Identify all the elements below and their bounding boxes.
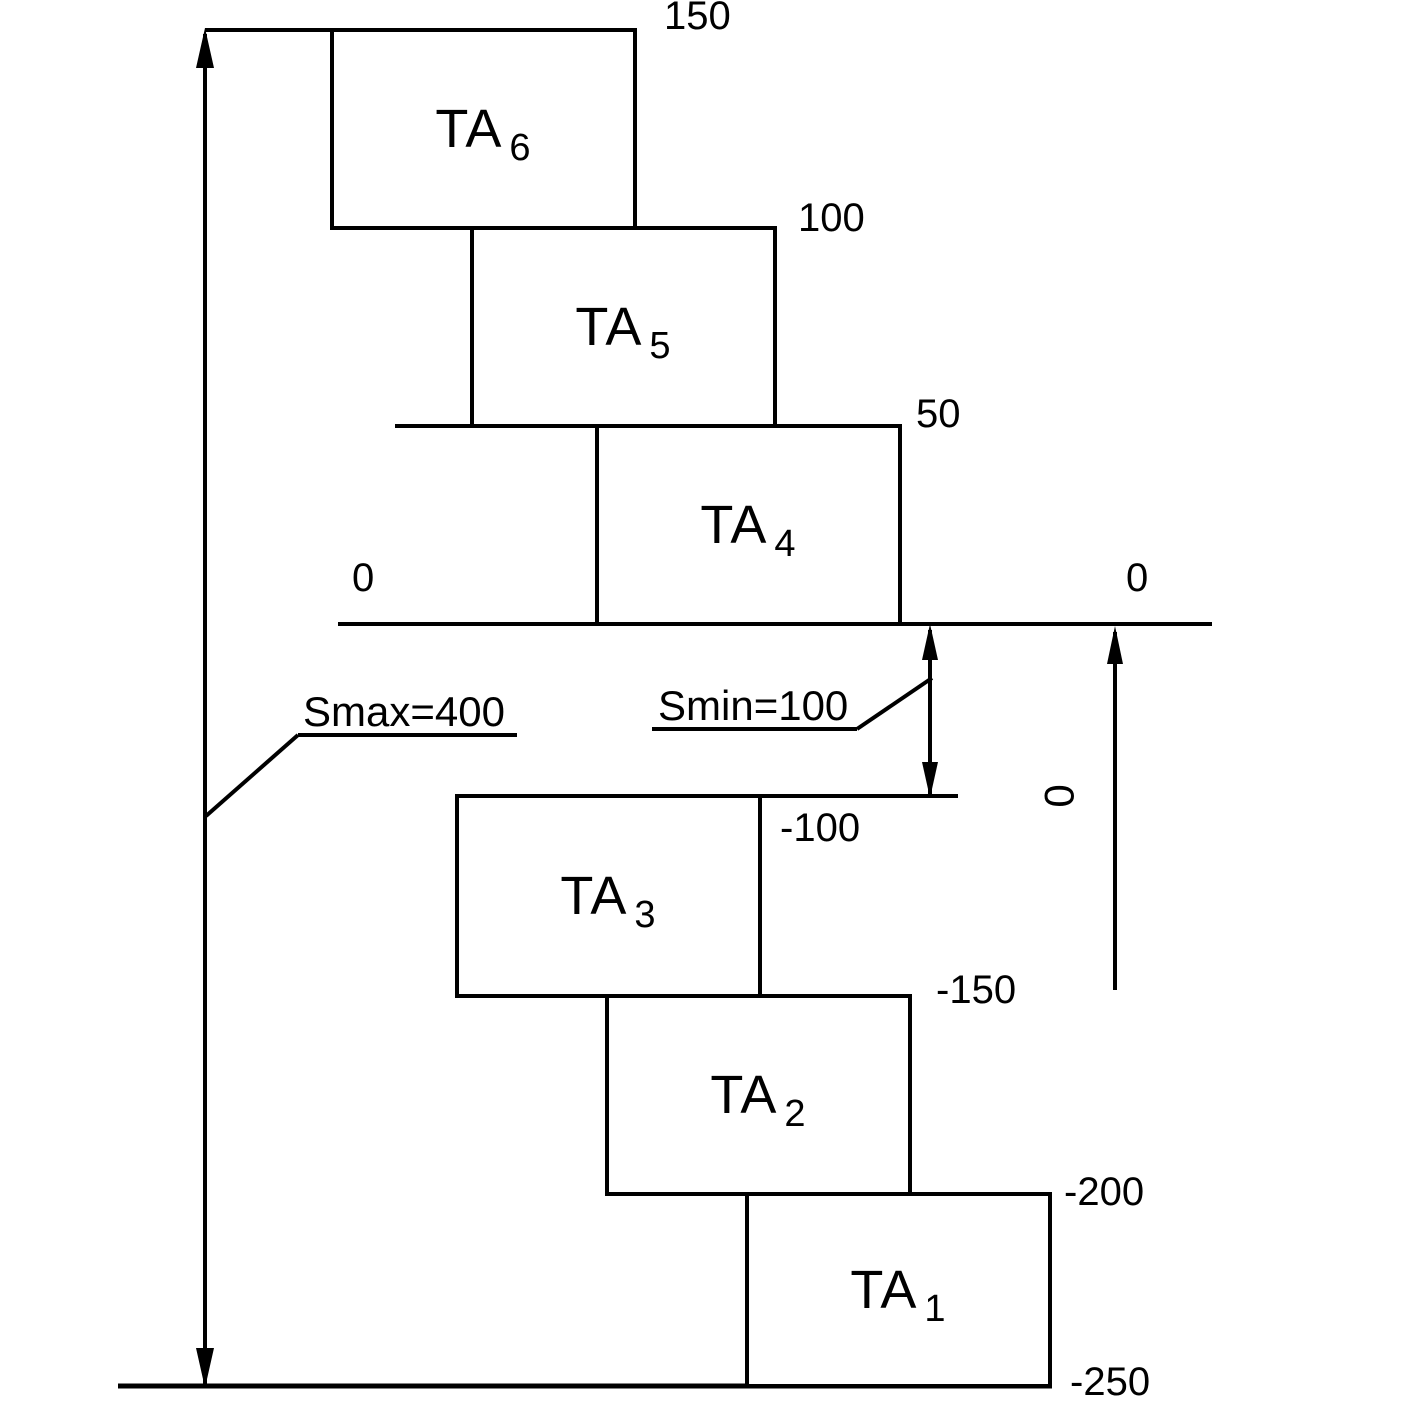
- smax-arrowhead-bottom: [196, 1348, 214, 1388]
- block-ta1-base: TA: [850, 1260, 918, 1320]
- smax-annotation: Smax=400: [303, 688, 505, 735]
- block-ta3-sub: 3: [634, 894, 657, 936]
- level-label-150: 150: [664, 0, 731, 38]
- level-label-minus250: -250: [1070, 1360, 1151, 1404]
- smin-arrowhead-bottom: [922, 762, 938, 798]
- block-ta6-base: TA: [435, 99, 503, 159]
- level-label-50: 50: [916, 392, 961, 436]
- block-ta3-base: TA: [560, 866, 628, 926]
- smax-leader-line: [204, 733, 300, 818]
- level-label-100: 100: [798, 196, 865, 240]
- block-ta1-sub: 1: [924, 1288, 947, 1330]
- smin-annotation: Smin=100: [658, 682, 849, 729]
- level-label-minus100: -100: [780, 806, 861, 850]
- block-ta6-sub: 6: [509, 127, 532, 169]
- zero-axis-arrowhead: [1107, 626, 1123, 664]
- level-label-minus150: -150: [936, 968, 1017, 1012]
- zero-axis-annotation: 0: [1035, 784, 1083, 808]
- smin-leader-line: [855, 676, 934, 731]
- block-ta4-base: TA: [700, 495, 768, 555]
- block-ta2-sub: 2: [784, 1093, 807, 1135]
- level-label-0-right: 0: [1126, 556, 1149, 600]
- level-label-minus200: -200: [1064, 1170, 1145, 1214]
- block-ta4-sub: 4: [774, 523, 797, 565]
- block-ta5-base: TA: [575, 297, 643, 357]
- block-ta2-base: TA: [710, 1065, 778, 1125]
- smin-arrowhead-top: [922, 624, 938, 660]
- level-label-0-left: 0: [352, 556, 375, 600]
- block-ta5-sub: 5: [649, 325, 672, 367]
- smax-arrowhead-top: [196, 28, 214, 68]
